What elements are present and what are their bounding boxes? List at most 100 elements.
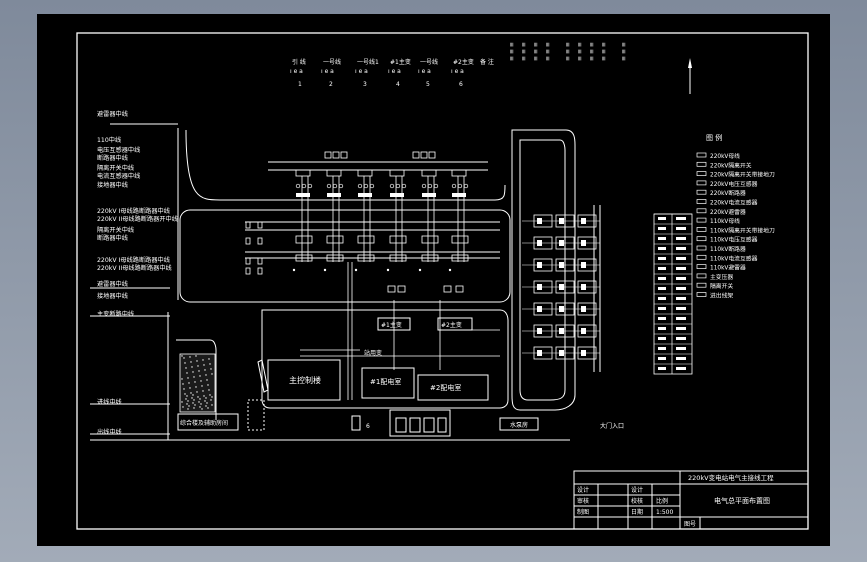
bus-pt-box	[412, 151, 420, 159]
bus-end-marker	[245, 221, 251, 229]
bus-pt-box	[340, 151, 348, 159]
legend-item-label: 220kV隔离开关带接地刀	[710, 171, 775, 179]
header-vertical-label: ≡ ≡ ≡	[532, 42, 539, 61]
bus-end-marker	[257, 257, 263, 265]
header-col-num: 2	[329, 81, 333, 88]
legend-item: 隔离开关	[696, 282, 733, 290]
transformer1-label: #1主变	[381, 321, 402, 329]
main-control-building: 主控制楼	[257, 359, 341, 401]
bus-end-marker	[245, 257, 251, 265]
room1-building: #1配电室	[361, 367, 415, 399]
legend-item-label: 110kV电压互感器	[710, 236, 758, 244]
header-vertical-label: ≡ ≡ ≡	[520, 42, 527, 61]
pump-house: 水泵房	[499, 417, 539, 431]
header-col-sub: ı е а	[290, 68, 303, 75]
legend-item-label: 220kV避雷器	[710, 208, 746, 216]
tb-cell-design2: 设计	[631, 486, 643, 494]
right-ring-inner	[519, 139, 566, 401]
bus-end-marker	[257, 237, 263, 245]
legend-item: 220kV断路器	[696, 189, 746, 197]
left-label: 接地器中线	[97, 181, 128, 189]
transformer2-label: #2主变	[441, 321, 462, 329]
legend-item: 220kV母线	[696, 152, 740, 160]
bay-6	[448, 169, 469, 272]
switchyard-110kv-fence	[261, 309, 509, 409]
left-label: 进线中线	[97, 398, 122, 406]
legend-item: 110kV避雷器	[696, 264, 746, 272]
bus-pt-box	[324, 151, 332, 159]
tb-cell-code: 图号	[684, 521, 696, 528]
left-label: 避雷器中线	[97, 280, 128, 288]
bay-5	[418, 169, 439, 272]
header-vertical-label: ≡ ≡ ≡	[600, 42, 607, 61]
legend-item: 220kV避雷器	[696, 208, 746, 216]
header-col-title: 引 线	[292, 58, 306, 66]
bay-3	[354, 169, 375, 272]
access-road-left	[167, 312, 217, 440]
bay-4	[386, 169, 407, 272]
header-col-num: 4	[396, 81, 400, 88]
small-hut	[351, 415, 361, 431]
header-col-sub: ı е а	[418, 68, 431, 75]
room2-building: #2配电室	[417, 374, 489, 401]
header-col-sub: ı е а	[388, 68, 401, 75]
header-vertical-label: ≡ ≡ ≡	[544, 42, 551, 61]
bay-2	[323, 169, 344, 272]
switchyard-220kv-fence	[179, 209, 511, 303]
tb-cell-date: 日期	[631, 508, 643, 516]
left-label: 220kV I母线路断路器中线	[97, 256, 170, 264]
legend-item-label: 110kV避雷器	[710, 264, 746, 272]
green-belt	[179, 353, 216, 413]
bay-box	[443, 285, 452, 293]
header-col-title: 一号线	[323, 58, 341, 66]
left-label: 主变断路中线	[97, 310, 134, 318]
left-label-column: 避雷器中线110中线电压互感器中线断路器中线隔离开关中线电流互感器中线接地器中线…	[97, 110, 178, 436]
legend-title: 图 例	[706, 133, 722, 142]
legend: 图 例 220kV母线220kV隔离开关220kV隔离开关带接地刀220kV电压…	[696, 133, 775, 300]
legend-item-label: 220kV电压互感器	[710, 180, 758, 188]
bus-end-marker	[245, 237, 251, 245]
station-service-building	[389, 409, 451, 437]
legend-item: 110kV隔离开关带接地刀	[696, 226, 775, 234]
left-label: 220kV I母线路断路器中线	[97, 207, 170, 215]
legend-item-label: 110kV电流互感器	[710, 254, 758, 262]
left-label: 220kV II母线路断路器开中线	[97, 215, 178, 223]
room2-label: #2配电室	[430, 383, 461, 392]
legend-item: 220kV电压互感器	[696, 180, 758, 188]
gate-label: 大门入口	[600, 422, 624, 430]
busbars-220kv	[245, 161, 500, 259]
site-plan	[90, 123, 576, 441]
legend-item-label: 220kV母线	[710, 152, 740, 160]
left-label: 断路器中线	[97, 154, 128, 162]
left-label: 隔离开关中线	[97, 164, 134, 172]
station-service-label: 站用变	[364, 349, 382, 357]
tb-cell-review: 审核	[577, 497, 589, 505]
room1-label: #1配电室	[370, 377, 401, 386]
110kv-bays	[522, 205, 601, 372]
tb-cell-draft: 制图	[577, 508, 589, 516]
drawing-name: 电气总平面布置图	[714, 496, 770, 505]
area-number: 6	[366, 423, 370, 430]
header-col-title: 一号线	[420, 58, 438, 66]
header-vertical-label: ≡ ≡ ≡	[576, 42, 583, 61]
bay-box	[397, 285, 406, 293]
bus-end-marker	[257, 221, 263, 229]
legend-item: 220kV电流互感器	[696, 199, 758, 207]
header-col-sub: ı е а	[321, 68, 334, 75]
buildings: 主控制楼 #1配电室 #2配电室 #1主变 #2主变 综合楼及辅助房间	[177, 317, 624, 437]
bus-pt-box	[332, 151, 340, 159]
header-vertical-label: ≡ ≡ ≡	[508, 42, 515, 61]
left-label: 避雷器中线	[97, 110, 128, 118]
drawing-sheet	[37, 14, 830, 546]
bay-box	[455, 285, 464, 293]
legend-item: 220kV隔离开关带接地刀	[696, 171, 775, 179]
right-ring-road	[511, 129, 576, 411]
tb-cell-design: 设计	[577, 486, 589, 494]
tb-cell-check: 校核	[631, 497, 643, 505]
guard-house	[247, 399, 265, 431]
header-col-title: #2主变	[453, 58, 474, 66]
header-col-num: 3	[363, 81, 367, 88]
legend-item-label: 220kV电流互感器	[710, 199, 758, 207]
